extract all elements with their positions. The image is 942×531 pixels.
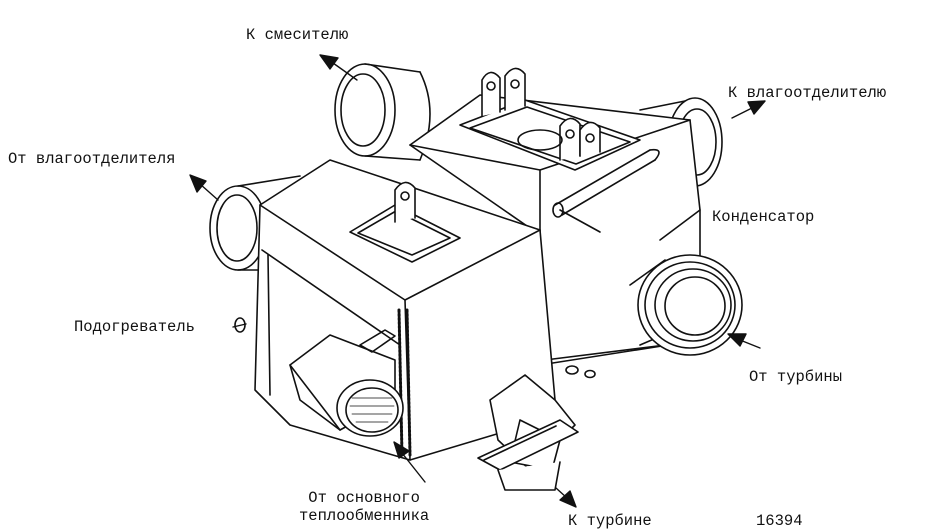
label-to-mixer: К смесителю (246, 26, 349, 44)
bottom-fittings (234, 317, 596, 379)
label-condenser: Конденсатор (712, 208, 815, 226)
arrow-to-mixer (319, 54, 358, 81)
separator-inlet-duct (209, 175, 301, 271)
heater-mounting-bracket (349, 181, 461, 263)
label-from-turbine: От турбины (749, 368, 843, 386)
label-from-main-heat-exchanger: От основного теплообменника (299, 489, 429, 525)
label-from-main-hx-line1: От основного (308, 489, 420, 507)
label-heater: Подогреватель (74, 318, 195, 336)
main-hx-inlet-duct (289, 329, 404, 437)
arrow-to-separator (731, 100, 766, 119)
arrow-from-separator (189, 174, 219, 201)
arrow-from-main-hx (393, 441, 426, 483)
label-from-main-hx-line2: теплообменника (299, 507, 430, 525)
turbine-inlet-flange (629, 254, 743, 356)
mixer-outlet-duct (334, 63, 431, 161)
weld-seam (397, 308, 412, 457)
label-from-moisture-separator: От влагоотделителя (8, 150, 176, 168)
arrow-from-turbine (727, 333, 761, 349)
label-to-turbine: К турбине (568, 512, 652, 530)
flow-arrows (189, 54, 766, 508)
label-to-moisture-separator: К влагоотделителю (728, 84, 887, 102)
figure-number: 16394 (756, 512, 803, 530)
condenser-pipe (552, 148, 660, 233)
arrow-to-turbine (555, 487, 577, 508)
heater-leader-line (232, 323, 247, 328)
turbine-outlet-duct (477, 374, 579, 491)
condenser-mounting-bracket (459, 67, 641, 171)
